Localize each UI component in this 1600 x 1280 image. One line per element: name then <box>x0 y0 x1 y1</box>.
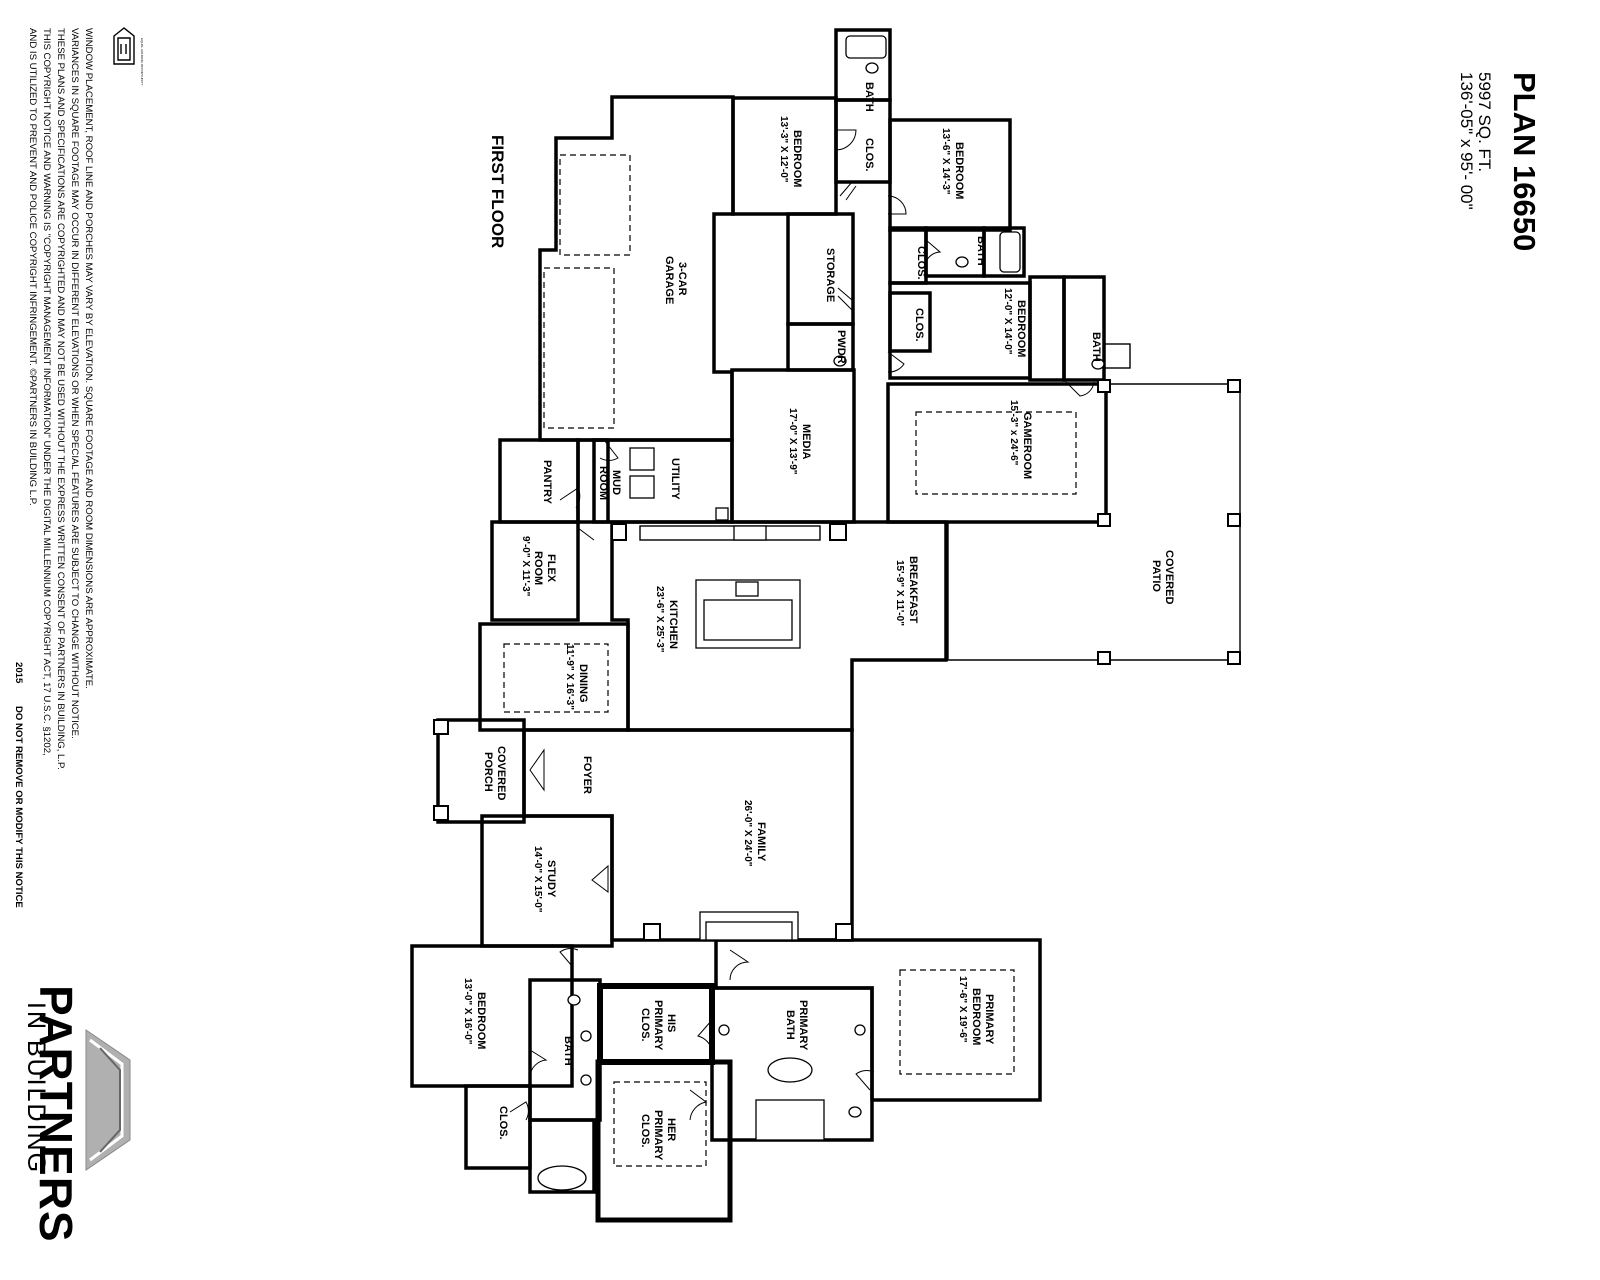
room-bath-2: BATH <box>975 236 987 266</box>
room-breakfast: BREAKFAST <box>907 556 919 624</box>
room-covered-porch-2: PORCH <box>482 752 494 792</box>
room-foyer: FOYER <box>581 756 593 794</box>
room-breakfast-size: 15'-9" X 11'-0" <box>894 560 905 626</box>
room-garage-2: GARAGE <box>663 256 675 304</box>
posts <box>611 379 1241 941</box>
room-covered-patio-2: PATIO <box>1150 560 1162 592</box>
room-primary-bedroom-2: BEDROOM <box>970 988 982 1045</box>
room-mud-2: ROOM <box>597 466 609 500</box>
room-bedroom-4: BEDROOM <box>475 992 487 1049</box>
room-family-size: 26'-0" X 24'-0" <box>742 800 753 867</box>
room-covered-porch: COVERED <box>495 746 507 800</box>
disclaimer-line-5: AND IS UTILIZED TO PREVENT AND POLICE CO… <box>27 28 38 506</box>
room-garage: 3-CAR <box>676 262 688 296</box>
room-pwdr: PWDR <box>835 330 847 364</box>
room-flex: FLEX <box>545 554 557 583</box>
room-kitchen-size: 23'-6" X 25'-3" <box>654 586 665 653</box>
disclaimer-line-1: WINDOW PLACEMENT, ROOF LINE AND PORCHES … <box>83 28 94 689</box>
floor-label: FIRST FLOOR <box>488 135 507 248</box>
room-gameroom: GAMEROOM <box>1021 412 1033 479</box>
room-bedroom-4-size: 13'-0" X 16'-0" <box>462 978 473 1045</box>
room-gameroom-size: 15'-3" x 24'-6" <box>1008 400 1019 466</box>
room-bath-4: BATH <box>562 1036 574 1066</box>
room-study: STUDY <box>545 860 557 898</box>
title-block: PLAN 16650 5997 SQ. FT. 136'-05" x 95'- … <box>1457 72 1542 251</box>
room-her-closet-3: CLOS. <box>639 1114 651 1148</box>
room-storage: STORAGE <box>824 248 836 302</box>
room-dining-size: 11'-9" X 16'-3" <box>564 644 575 710</box>
room-utility: UTILITY <box>669 458 681 500</box>
room-bedroom-2: BEDROOM <box>953 142 965 199</box>
room-bedroom-1: BEDROOM <box>791 130 803 187</box>
room-his-closet-2: PRIMARY <box>652 1000 664 1051</box>
room-flex-size: 9'-0" X 11'-3" <box>520 536 531 597</box>
room-flex-2: ROOM <box>532 551 544 585</box>
room-pantry: PANTRY <box>541 460 553 505</box>
brand-tagline: IN BUILDING <box>22 1002 50 1174</box>
plan-area: 5997 SQ. FT. <box>1475 72 1494 172</box>
room-bedroom-3: BEDROOM <box>1015 300 1027 357</box>
room-bedroom-2-size: 13'-6" X 14'-3" <box>940 128 951 195</box>
room-her-closet-2: PRIMARY <box>652 1110 664 1161</box>
room-media: MEDIA <box>800 424 812 460</box>
room-labels: BATH CLOS. BEDROOM 13'-3" X 12'-0" BEDRO… <box>462 82 1175 1161</box>
room-clos-top: CLOS. <box>863 138 875 172</box>
walls <box>410 28 1241 1223</box>
room-study-size: 14'-0" X 15'-0" <box>532 846 543 913</box>
room-bedroom-1-size: 13'-3" X 12'-0" <box>778 116 789 183</box>
disclaimer-warning: DO NOT REMOVE OR MODIFY THIS NOTICE <box>13 706 24 908</box>
room-kitchen: KITCHEN <box>667 600 679 649</box>
room-her-closet: HER <box>665 1118 677 1141</box>
room-clos-4: CLOS. <box>497 1106 509 1140</box>
disclaimer-line-4: THIS COPYRIGHT NOTICE AND WARNING IS "CO… <box>41 28 52 756</box>
disclaimer-year: 2015 <box>13 662 24 684</box>
brand-logo: PARTNERS IN BUILDING <box>22 985 131 1243</box>
room-family: FAMILY <box>755 822 767 862</box>
disclaimer-line-2: VARIANCES IN SQUARE FOOTAGE MAY OCCUR IN… <box>69 28 80 739</box>
brand-name: PARTNERS <box>30 985 82 1243</box>
plan-dimensions: 136'-05" x 95'- 00" <box>1457 72 1476 210</box>
room-covered-patio: COVERED <box>1163 550 1175 604</box>
equal-housing-label: EQUAL HOUSING OPPORTUNITY <box>140 38 144 85</box>
disclaimer: WINDOW PLACEMENT, ROOF LINE AND PORCHES … <box>13 28 94 908</box>
room-primary-bedroom: PRIMARY <box>983 994 995 1045</box>
room-bath-top: BATH <box>863 82 875 112</box>
room-clos-2: CLOS. <box>915 246 927 280</box>
room-his-closet: HIS <box>665 1014 677 1032</box>
room-bedroom-3-size: 12'-0" X 14'-0" <box>1002 288 1013 355</box>
room-primary-bath: PRIMARY <box>797 1000 809 1051</box>
room-mud: MUD <box>610 470 622 495</box>
fixtures <box>537 35 1105 1191</box>
room-dining: DINING <box>577 664 589 703</box>
doors <box>509 129 1095 1121</box>
room-media-size: 17'-0" X 13'-9" <box>787 408 798 475</box>
room-clos-3: CLOS. <box>913 308 925 342</box>
disclaimer-line-3: THESE PLANS AND SPECIFICATIONS ARE COPYR… <box>55 28 66 770</box>
room-primary-bedroom-size: 17'-6" X 19'-6" <box>957 976 968 1043</box>
room-bath-3: BATH <box>1090 332 1102 362</box>
room-his-closet-3: CLOS. <box>639 1008 651 1042</box>
equal-housing-icon: EQUAL HOUSING OPPORTUNITY <box>113 27 144 85</box>
dashed-features <box>503 154 1077 1167</box>
plan-title: PLAN 16650 <box>1507 72 1542 251</box>
room-primary-bath-2: BATH <box>784 1010 796 1040</box>
